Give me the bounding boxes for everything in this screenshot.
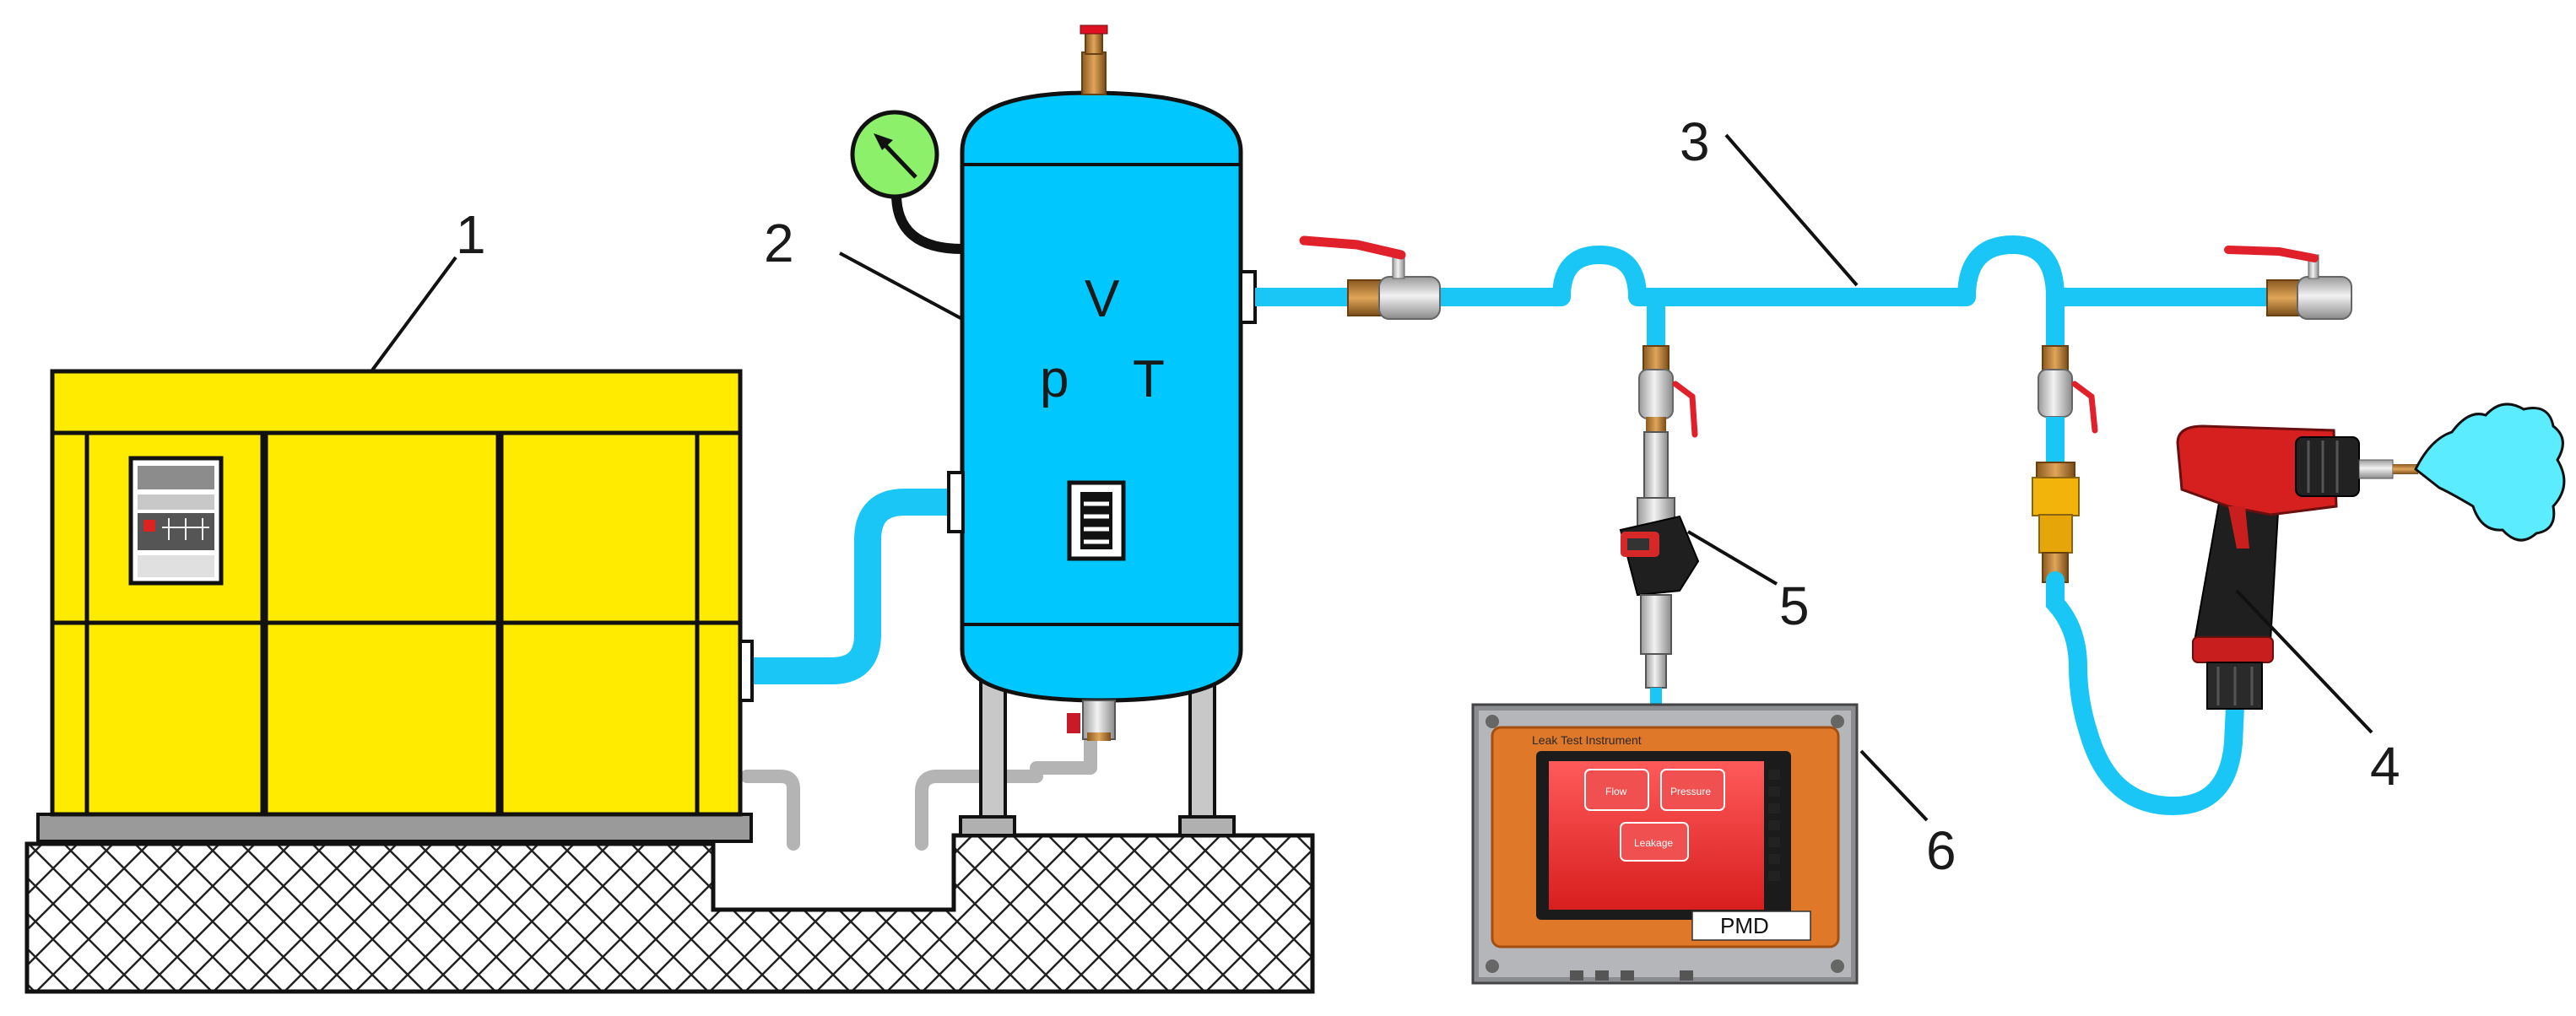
compressor-unit xyxy=(36,369,754,843)
ball-valve-end-icon xyxy=(2224,246,2352,320)
pneumatic-tool xyxy=(2176,424,2418,710)
main-pipeline xyxy=(1255,235,2279,346)
receiver-var-volume: V xyxy=(1085,270,1120,328)
safety-valve xyxy=(1080,24,1108,95)
instrument-tag-text: PMD xyxy=(1720,913,1769,938)
receiver-var-temperature: T xyxy=(1133,350,1165,408)
drain-valve xyxy=(1067,700,1116,741)
leader-3 xyxy=(1724,133,1859,287)
bottom-connectors xyxy=(1570,970,1693,981)
ball-valve-icon xyxy=(1299,235,1441,320)
leakage-button-label: Leakage xyxy=(1634,837,1673,849)
leader-1 xyxy=(370,256,457,373)
label-5: 5 xyxy=(1779,576,1810,636)
pressure-button-label: Pressure xyxy=(1670,786,1711,797)
label-3: 3 xyxy=(1680,111,1710,172)
supply-hose xyxy=(754,489,950,684)
instrument-title: Leak Test Instrument xyxy=(1532,733,1642,747)
air-leak-cloud xyxy=(2414,403,2566,542)
tool-hose xyxy=(2046,571,2244,816)
branch-valve-1-icon xyxy=(1638,345,1698,438)
receiver-var-pressure: p xyxy=(1040,350,1069,408)
leader-2 xyxy=(839,251,963,321)
pressure-button[interactable] xyxy=(1660,769,1725,811)
pressure-gauge-icon xyxy=(850,110,963,254)
leader-6 xyxy=(1859,749,1929,822)
air-receiver xyxy=(947,24,1257,837)
drain-pipes xyxy=(740,732,1097,851)
leader-4 xyxy=(2235,589,2373,734)
label-6: 6 xyxy=(1926,820,1956,881)
control-panel xyxy=(128,456,224,586)
instrument-tag xyxy=(1691,911,1811,941)
quick-coupler xyxy=(2032,462,2080,583)
level-indicator xyxy=(1067,480,1126,561)
compressor-base xyxy=(36,813,753,843)
foundation xyxy=(24,833,1315,994)
leader-5 xyxy=(1686,530,1778,586)
flow-button[interactable] xyxy=(1584,769,1649,811)
label-1: 1 xyxy=(456,204,486,265)
compressor-outlet xyxy=(739,640,754,702)
flow-button-label: Flow xyxy=(1605,786,1627,797)
flow-sensor xyxy=(1619,431,1700,689)
leakage-button[interactable] xyxy=(1620,822,1689,862)
label-2: 2 xyxy=(764,213,794,273)
leak-test-instrument: Leak Test Instrument Flow Pressure Leaka… xyxy=(1471,703,1859,985)
branch-valve-2-icon xyxy=(2038,345,2098,464)
side-keys xyxy=(1768,770,1780,881)
label-4: 4 xyxy=(2370,736,2400,797)
